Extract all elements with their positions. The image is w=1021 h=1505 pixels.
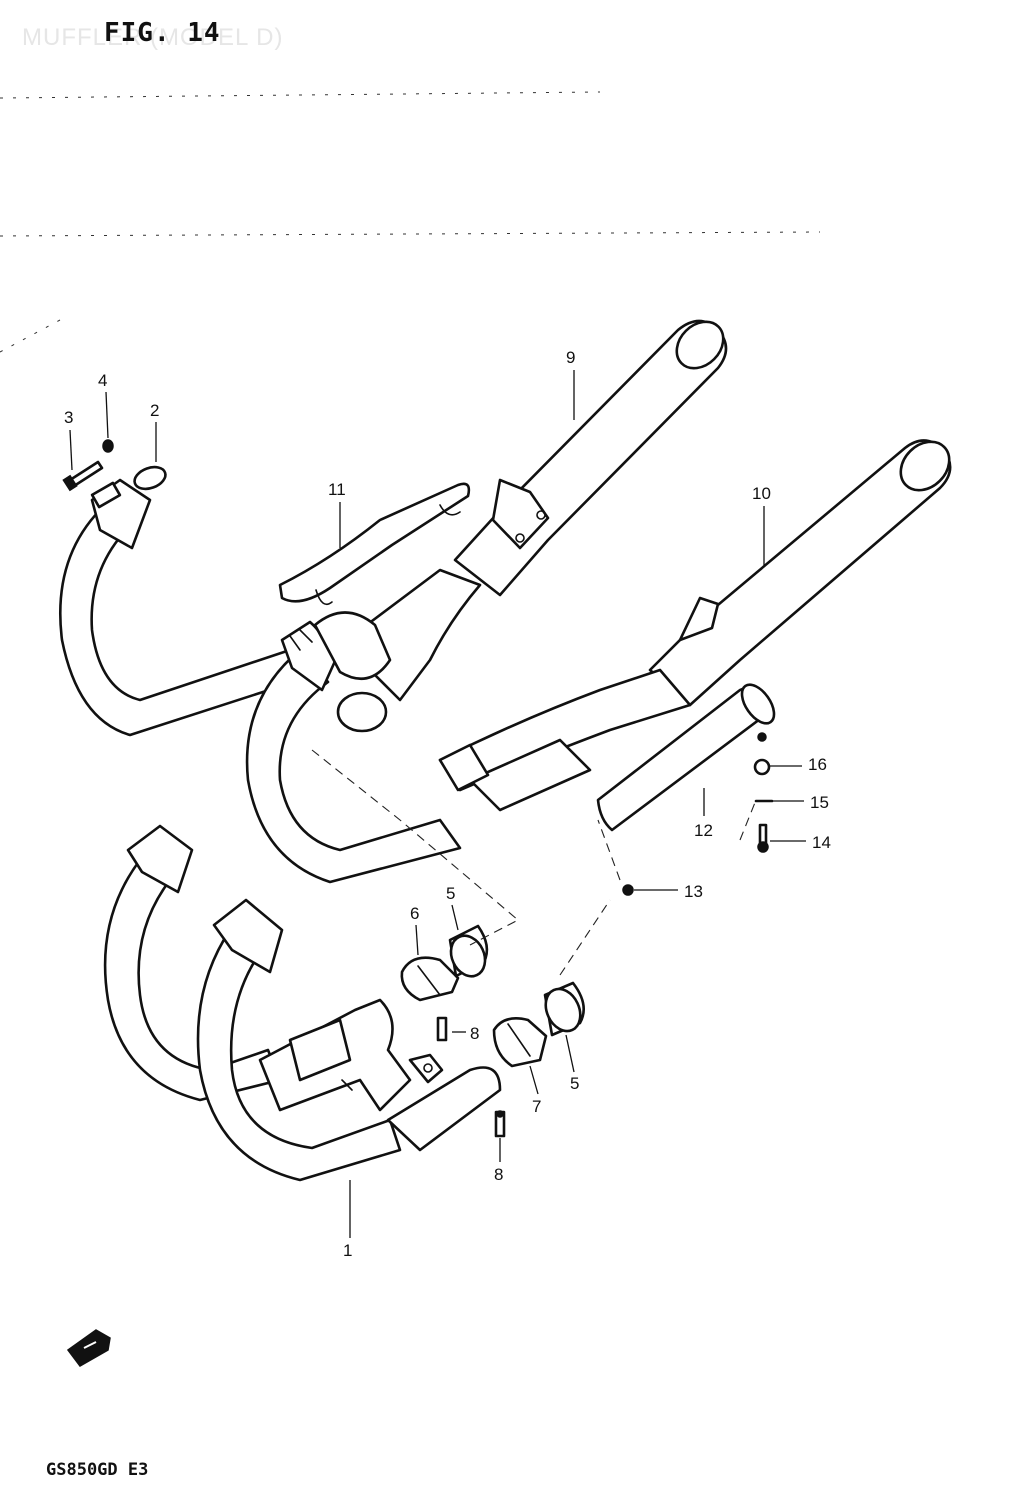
callout-8a: 8: [470, 1024, 479, 1043]
clamp-7: [492, 1017, 548, 1068]
sleeve-5-lower: [543, 981, 585, 1037]
bolt-8-upper: [436, 1016, 448, 1042]
callout-6: 6: [410, 904, 419, 923]
callout-14: 14: [812, 833, 831, 852]
muffler-left: [358, 319, 728, 702]
cap-13: [622, 884, 634, 896]
assembly-guide-lines: [311, 749, 757, 976]
heat-shield-11: [278, 482, 471, 606]
callout-5b: 5: [570, 1074, 579, 1093]
clamp-6: [400, 956, 460, 1002]
exhaust-pipe-assembly-1: [103, 824, 502, 1182]
callout-3: 3: [64, 408, 73, 427]
callout-12: 12: [694, 821, 713, 840]
sleeve-5-upper: [448, 924, 489, 978]
callout-13: 13: [684, 882, 703, 901]
scan-artifacts: [0, 91, 821, 353]
muffler-right: [438, 439, 952, 812]
front-direction-arrow-icon: [66, 1329, 111, 1367]
callout-9: 9: [566, 348, 575, 367]
connector-pipe-12: [596, 683, 776, 832]
callout-1: 1: [343, 1241, 352, 1260]
exhaust-pipe-upper-center: [245, 611, 462, 884]
callout-8b: 8: [494, 1165, 503, 1184]
model-code: GS850GD E3: [46, 1460, 149, 1480]
figure-title: FIG. 14: [104, 18, 221, 48]
callouts: 1 2 3 4 5 5 6 7 8 8 9 10 11: [64, 348, 831, 1260]
bolt-14: [757, 823, 769, 853]
callout-5a: 5: [446, 884, 455, 903]
callout-2: 2: [150, 401, 159, 420]
callout-15: 15: [810, 793, 829, 812]
fastener-16: [753, 758, 771, 776]
callout-11: 11: [328, 480, 346, 499]
callout-4: 4: [98, 371, 107, 390]
callout-16: 16: [808, 755, 827, 774]
callout-7: 7: [532, 1097, 541, 1116]
bolt-8-lower: [494, 1110, 506, 1138]
exhaust-pipe-upper-left: [58, 439, 302, 737]
callout-10: 10: [752, 484, 771, 503]
ghost-title: MUFFLER (MODEL D): [22, 24, 284, 51]
